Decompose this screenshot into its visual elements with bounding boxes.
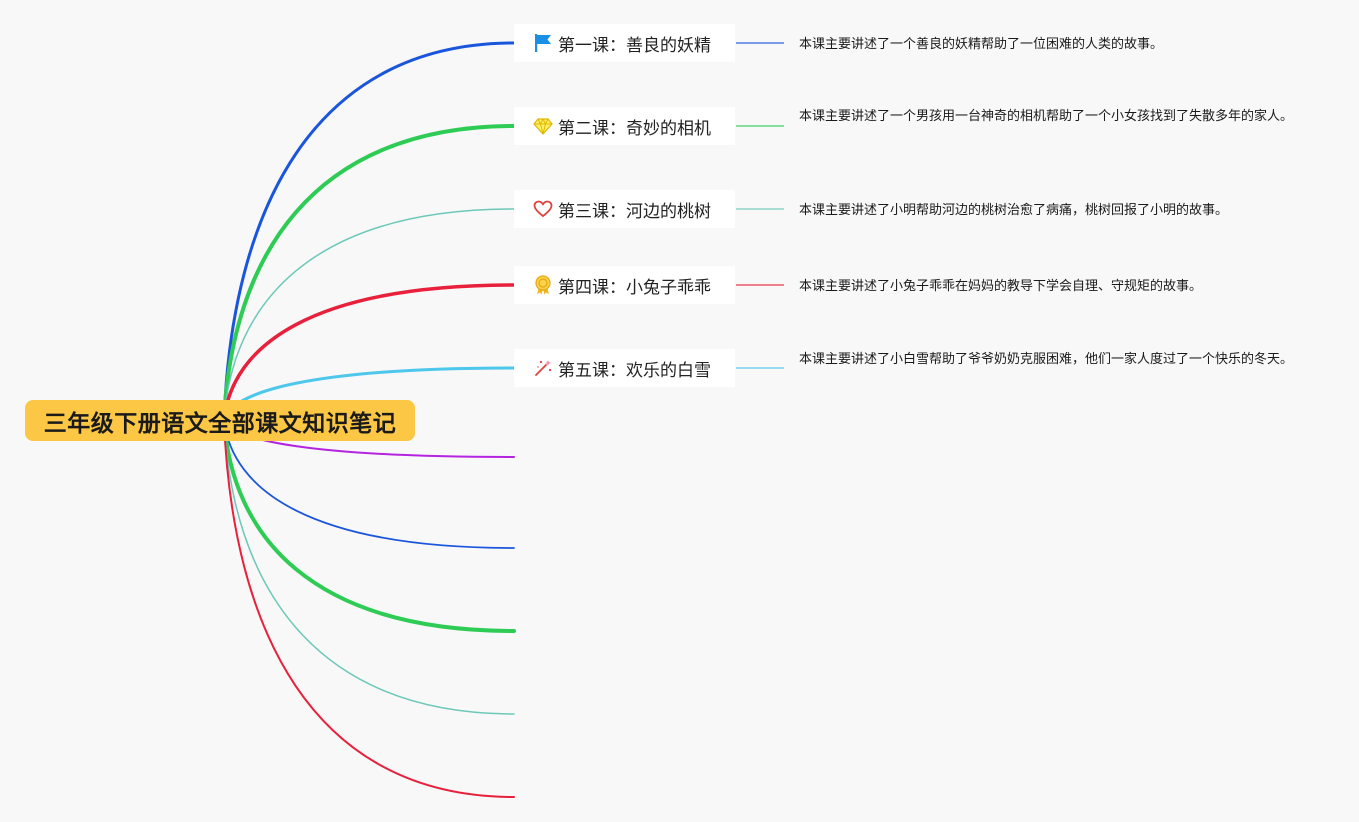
lesson-2-node[interactable]: 第二课：奇妙的相机 <box>514 107 735 145</box>
lesson-4-branch <box>222 283 516 422</box>
heart-icon <box>532 198 554 220</box>
root-topic[interactable]: 三年级下册语文全部课文知识笔记 <box>25 400 415 441</box>
lesson-1-node[interactable]: 第一课：善良的妖精 <box>514 24 735 62</box>
lesson-4-title: 第四课：小兔子乖乖 <box>558 277 711 298</box>
lesson-3-node[interactable]: 第三课：河边的桃树 <box>514 190 735 228</box>
sparkle-icon <box>532 357 554 379</box>
lesson-3-branch <box>223 208 515 421</box>
lesson-2-title: 第二课：奇妙的相机 <box>558 118 711 139</box>
lesson-1-branch <box>222 41 516 422</box>
lesson-4-note[interactable]: 本课主要讲述了小兔子乖乖在妈妈的教导下学会自理、守规矩的故事。 <box>799 279 1203 294</box>
empty-branch-5 <box>223 419 515 798</box>
lesson-1-note[interactable]: 本课主要讲述了一个善良的妖精帮助了一位困难的人类的故事。 <box>799 37 1164 52</box>
lesson-2-branch <box>222 124 516 422</box>
lesson-5-title: 第五课：欢乐的白雪 <box>558 360 711 381</box>
lesson-5-node[interactable]: 第五课：欢乐的白雪 <box>514 349 735 387</box>
lesson-3-title: 第三课：河边的桃树 <box>558 201 711 222</box>
diamond-icon <box>532 115 554 137</box>
empty-branch-2 <box>223 419 515 549</box>
lesson-1-title: 第一课：善良的妖精 <box>558 35 711 56</box>
empty-branch-4 <box>223 419 515 715</box>
lesson-3-note[interactable]: 本课主要讲述了小明帮助河边的桃树治愈了病痛，桃树回报了小明的故事。 <box>799 203 1229 218</box>
lesson-2-note[interactable]: 本课主要讲述了一个男孩用一台神奇的相机帮助了一个小女孩找到了失散多年的家人。 <box>799 109 1294 124</box>
empty-branch-3 <box>222 418 516 633</box>
lesson-4-node[interactable]: 第四课：小兔子乖乖 <box>514 266 735 304</box>
flag-icon <box>532 32 554 54</box>
medal-icon <box>532 274 554 296</box>
root-topic-label: 三年级下册语文全部课文知识笔记 <box>43 410 397 437</box>
lesson-5-note[interactable]: 本课主要讲述了小白雪帮助了爷爷奶奶克服困难，他们一家人度过了一个快乐的冬天。 <box>799 352 1294 367</box>
